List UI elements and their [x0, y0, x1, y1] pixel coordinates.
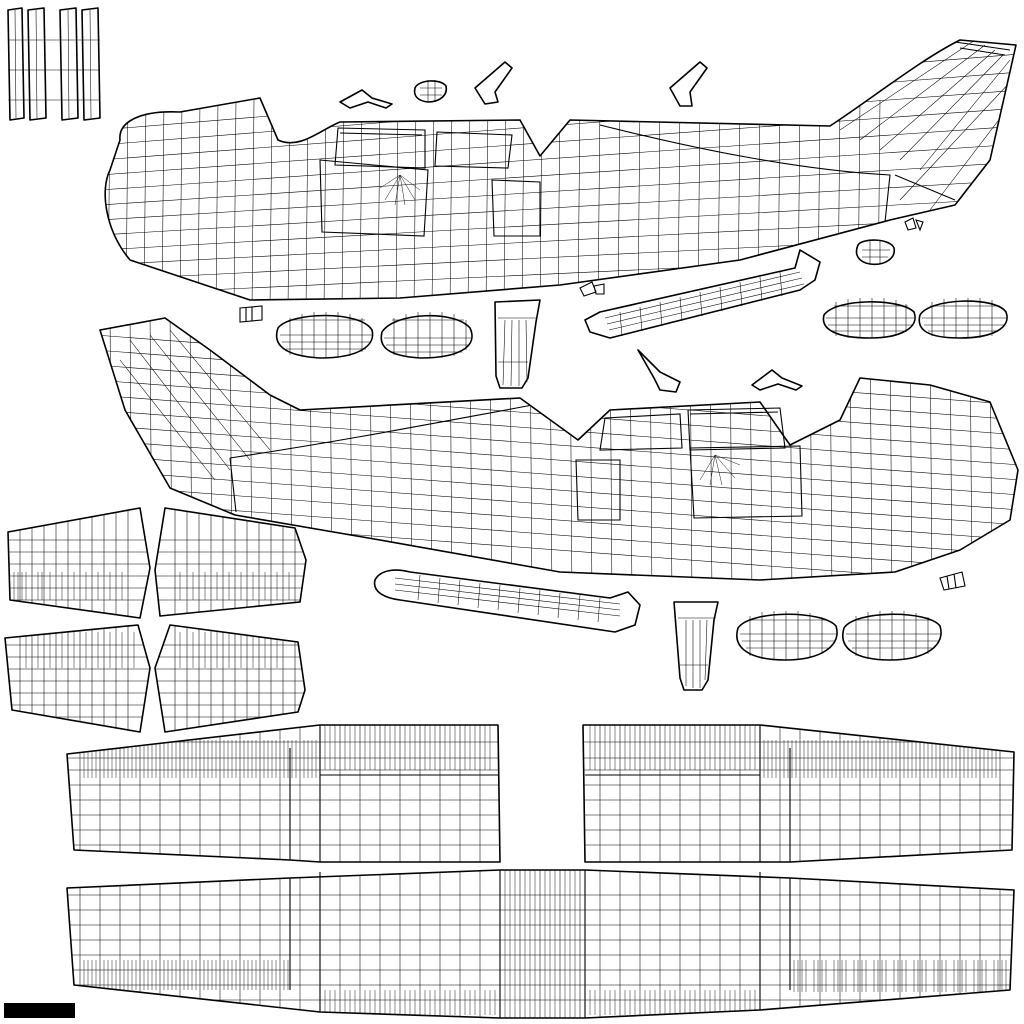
color-bar — [4, 1003, 75, 1018]
wing-struts — [373, 249, 821, 633]
fairing-3 — [822, 298, 916, 339]
gear-leg-1 — [494, 299, 541, 389]
fairing-2 — [380, 312, 473, 359]
gear-leg-2 — [673, 601, 719, 691]
mount-3 — [637, 349, 681, 393]
fuselage-left-side — [104, 39, 1017, 301]
mount-2 — [669, 61, 708, 107]
misc-clip-3 — [904, 217, 924, 232]
wing-lower — [66, 869, 1015, 1019]
fairing-1 — [275, 312, 374, 359]
wing-upper — [66, 724, 1015, 863]
strut-1 — [584, 249, 821, 339]
landing-gear-legs — [494, 299, 719, 691]
mount-1 — [474, 61, 513, 105]
misc-clip-1 — [239, 305, 263, 323]
step-1 — [339, 89, 393, 109]
wheel-fairings — [275, 298, 1008, 661]
horizontal-stabilizers — [4, 507, 307, 733]
step-2 — [751, 369, 803, 391]
misc-clip-4 — [939, 571, 966, 591]
misc-clip-2 — [579, 281, 605, 297]
fairing-4 — [918, 298, 1008, 339]
strut-fairing-strips — [7, 7, 101, 121]
fuselage-right-side — [99, 317, 1019, 581]
door-handle-1 — [413, 80, 448, 103]
strut-2 — [373, 569, 641, 633]
small-parts — [7, 7, 966, 591]
fairing-6 — [842, 611, 942, 661]
fairing-5 — [736, 611, 838, 661]
door-handle-2 — [855, 239, 895, 266]
